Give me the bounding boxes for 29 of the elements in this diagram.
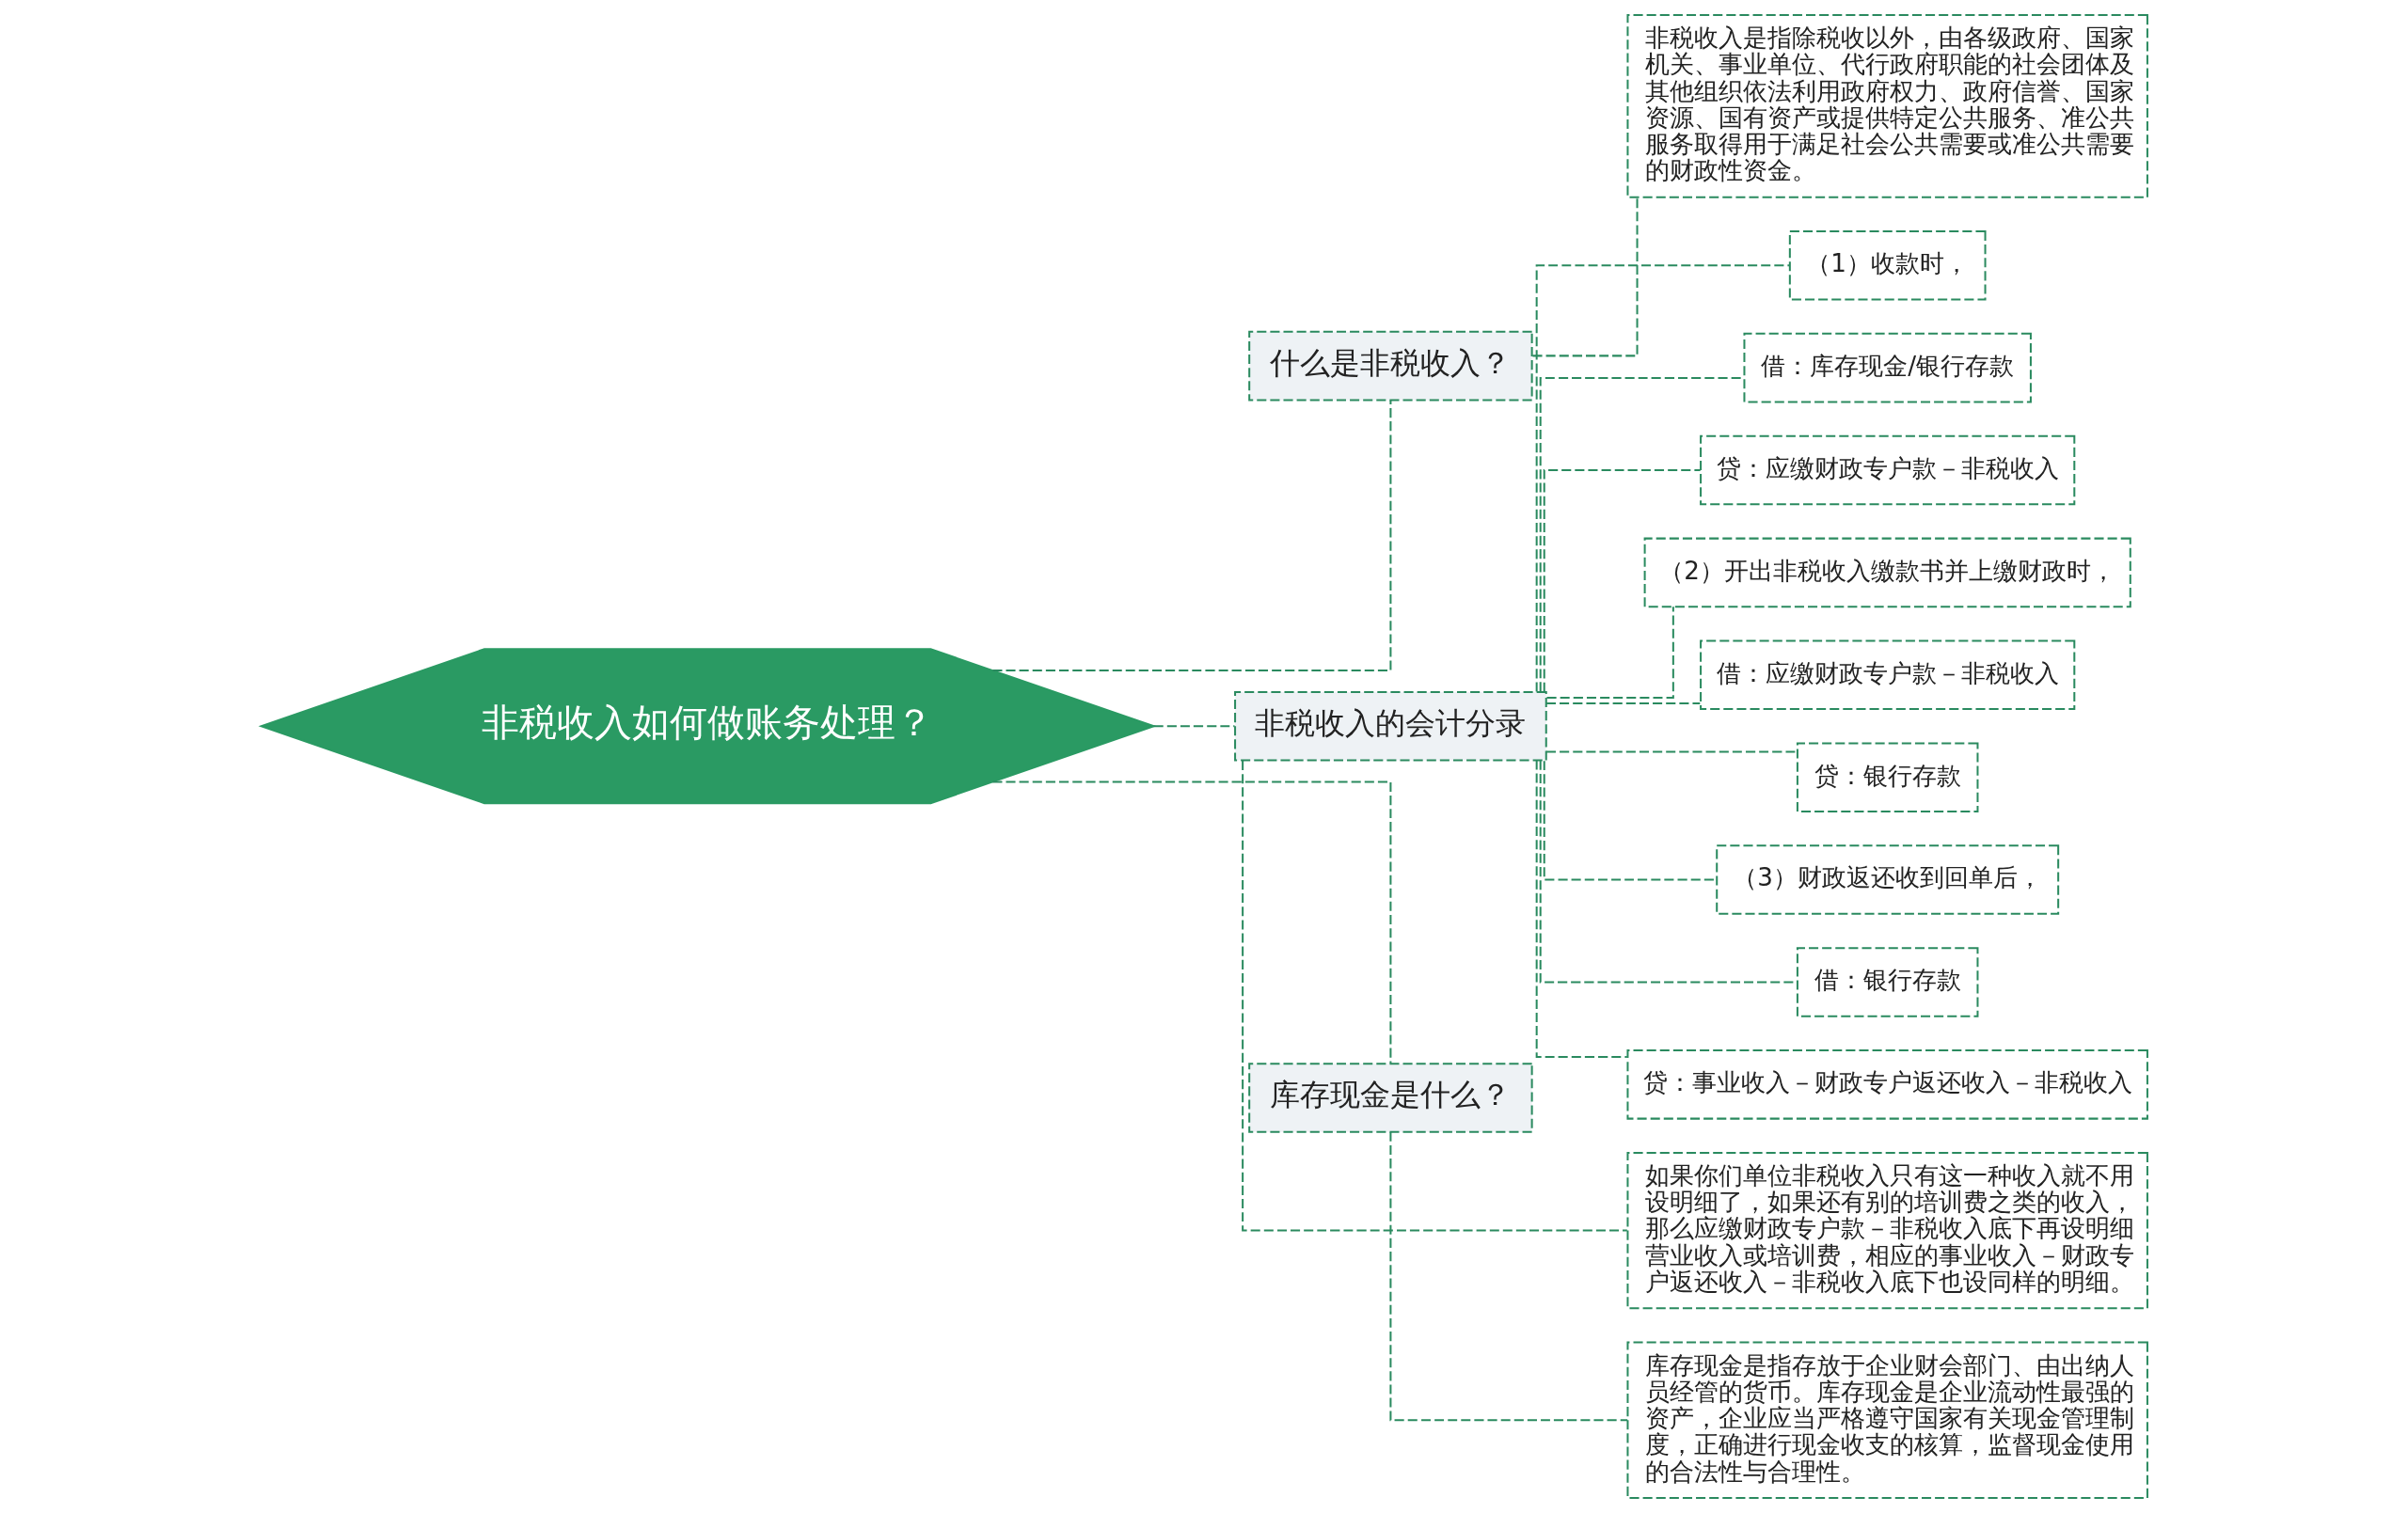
node-box: 借：银行存款 [1796, 947, 1978, 1017]
node-box: （1）收款时， [1788, 229, 1987, 301]
connector [1241, 761, 1627, 1232]
connector [1388, 1132, 1627, 1422]
connector [1535, 760, 1627, 1059]
node-box: （2）开出非税收入缴款书并上缴财政时， [1643, 537, 2131, 608]
connector [1535, 264, 1790, 692]
connector [1545, 750, 1798, 753]
node-box: 非税收入的会计分录 [1233, 690, 1547, 762]
node-box: 贷：应缴财政专户款－非税收入 [1699, 434, 2075, 506]
node-box: 贷：银行存款 [1796, 742, 1978, 812]
node-box: 库存现金是指存放于企业财会部门、由出纳人员经管的货币。库存现金是企业流动性最强的资产，企业应当严格遵守国家有关现金管理制度，正确进行现金收支的核算，监督现金使用的合法性与合理性。 [1625, 1341, 2148, 1499]
node-box: 如果你们单位非税收入只有这一种收入就不用设明细了，如果还有别的培训费之类的收入，那么应缴财政专户款－非税收入底下再设明细营业收入或培训费，相应的事业收入－财政专户返还收入－非税收入底下也设同样的明细。 [1625, 1151, 2148, 1310]
node-box: 库存现金是什么？ [1247, 1063, 1533, 1133]
node-box: 借：库存现金/银行存款 [1742, 332, 2032, 403]
connector [1543, 761, 1717, 881]
connector [1539, 376, 1744, 692]
connector [1531, 197, 1639, 357]
connector [1152, 725, 1235, 728]
connector [991, 400, 1391, 671]
node-box: 什么是非税收入？ [1247, 330, 1533, 402]
node-box: 贷：事业收入－财政专户返还收入－非税收入 [1625, 1049, 2148, 1120]
node-box: 借：应缴财政专户款－非税收入 [1699, 639, 2075, 711]
connector [1545, 607, 1674, 699]
node-box: 非税收入是指除税收以外，由各级政府、国家机关、事业单位、代行政府职能的社会团体及其他组织依法利用政府权力、政府信誉、国家资源、国有资产或提供特定公共服务、准公共服务取得用于满足社会公共需要或准公共需要的财政性资金。 [1625, 14, 2148, 198]
connector [1545, 702, 1700, 705]
connector [991, 780, 1391, 1064]
connector [1543, 469, 1701, 692]
node-box: （3）财政返还收到回单后， [1715, 844, 2059, 915]
